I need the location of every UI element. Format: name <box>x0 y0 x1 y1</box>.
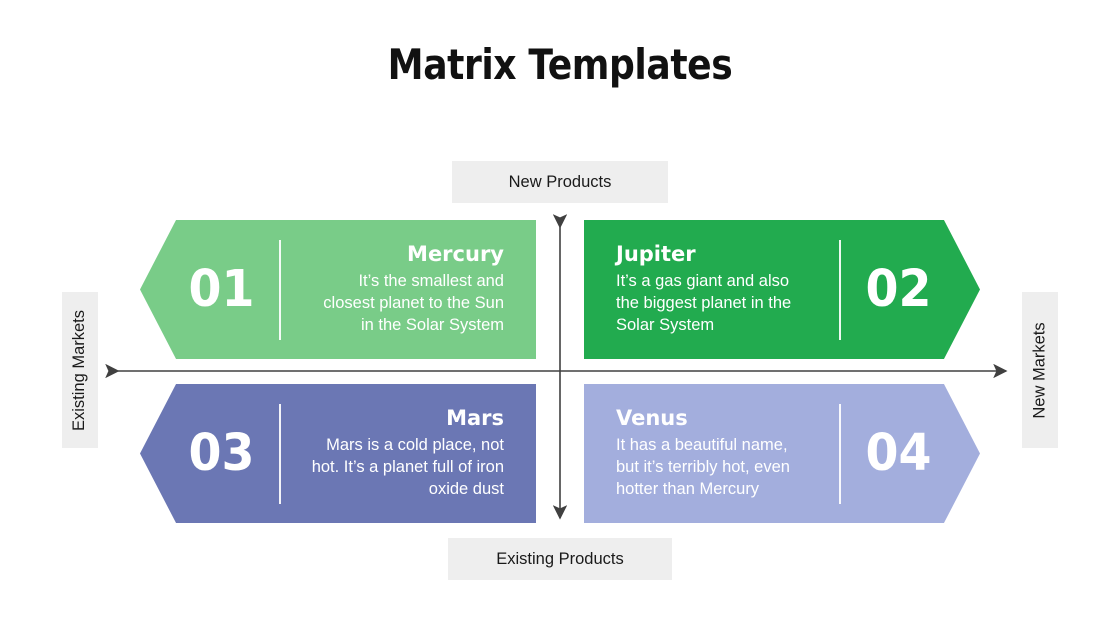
quadrant-02-text: Jupiter It’s a gas giant and also the bi… <box>616 242 813 337</box>
quadrant-02-divider <box>839 239 842 340</box>
axis-label-existing-products: Existing Products <box>448 538 672 580</box>
axis-label-top-text: New Products <box>508 172 612 191</box>
quadrant-04-title: Venus <box>616 406 688 431</box>
axis-label-new-markets: New Markets <box>1022 292 1058 448</box>
axis-label-new-products: New Products <box>452 161 668 203</box>
quadrant-01-mercury[interactable]: 01 Mercury It’s the smallest and closest… <box>140 220 536 359</box>
quadrant-01-title: Mercury <box>407 242 504 267</box>
quadrant-03-text: Mars Mars is a cold place, not hot. It’s… <box>307 406 504 501</box>
axis-label-bottom-text: Existing Products <box>496 549 624 568</box>
quadrant-02-description: It’s a gas giant and also the biggest pl… <box>616 272 792 335</box>
quadrant-03-title: Mars <box>446 406 504 431</box>
axis-label-right-text: New Markets <box>1030 321 1049 419</box>
quadrant-04-description: It has a beautiful name, but it’s terrib… <box>616 436 790 499</box>
quadrant-04-divider <box>839 403 842 504</box>
quadrant-01-description: It’s the smallest and closest planet to … <box>323 272 504 335</box>
quadrant-01-number: 01 <box>188 260 255 319</box>
quadrant-03-divider <box>278 403 281 504</box>
quadrant-03-description: Mars is a cold place, not hot. It’s a pl… <box>311 436 504 499</box>
quadrant-01-divider <box>278 239 281 340</box>
quadrant-04-text: Venus It has a beautiful name, but it’s … <box>616 406 813 501</box>
quadrant-03-mars[interactable]: 03 Mars Mars is a cold place, not hot. I… <box>140 384 536 523</box>
quadrant-04-number: 04 <box>865 424 932 483</box>
quadrant-03-number: 03 <box>188 424 255 483</box>
quadrant-04-venus[interactable]: Venus It has a beautiful name, but it’s … <box>584 384 980 523</box>
page-title: Matrix Templates <box>387 40 733 89</box>
quadrant-02-title: Jupiter <box>616 242 696 267</box>
axis-label-existing-markets: Existing Markets <box>62 292 98 448</box>
quadrant-01-text: Mercury It’s the smallest and closest pl… <box>307 242 504 337</box>
axis-label-left-text: Existing Markets <box>70 309 89 431</box>
quadrant-02-jupiter[interactable]: Jupiter It’s a gas giant and also the bi… <box>584 220 980 359</box>
quadrant-02-number: 02 <box>865 260 932 319</box>
